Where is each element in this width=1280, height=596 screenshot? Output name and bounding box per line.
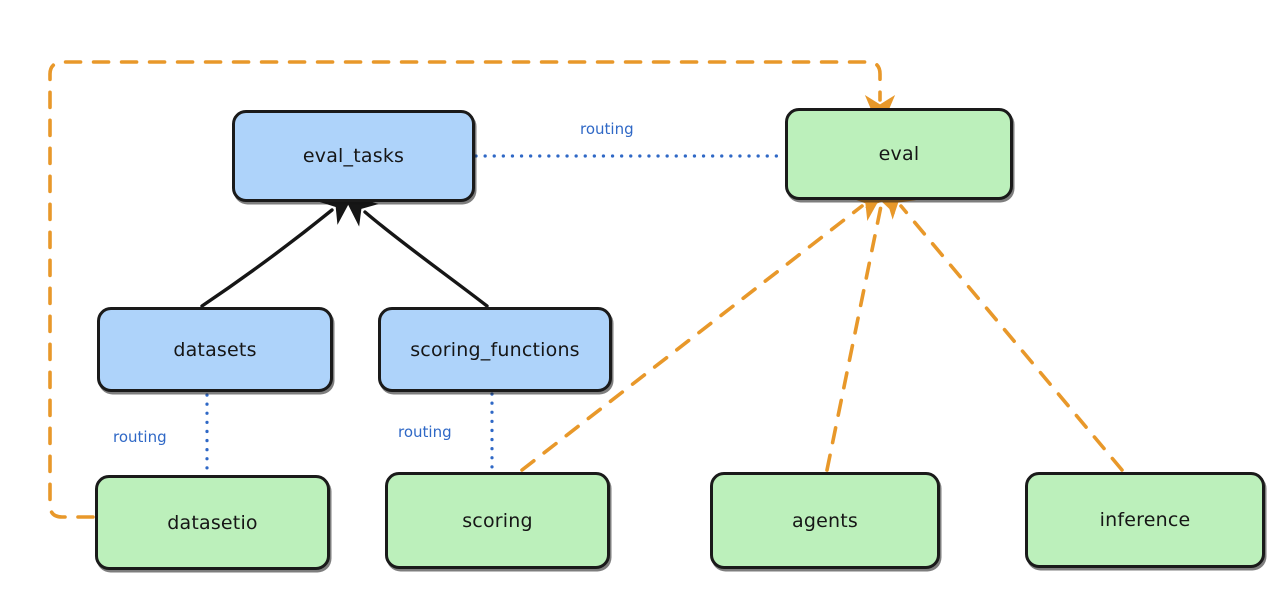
edge-label-routing-datasets-datasetio: routing	[113, 428, 167, 446]
node-datasetio[interactable]: datasetio	[95, 475, 330, 570]
node-label: eval_tasks	[302, 145, 405, 167]
node-label: datasets	[173, 338, 257, 361]
node-label: agents	[792, 509, 858, 532]
node-label: scoring	[462, 509, 533, 532]
edge-datasets-to-eval-tasks	[200, 190, 356, 308]
node-scoring[interactable]: scoring	[385, 472, 610, 569]
node-scoring-functions[interactable]: scoring_functions	[378, 307, 612, 392]
node-label: eval	[878, 143, 920, 165]
edge-datasetio-to-eval	[48, 60, 896, 519]
node-label: inference	[1099, 509, 1191, 531]
edge-label-routing-scoring-functions-scoring: routing	[398, 423, 452, 441]
edge-scoring-to-eval	[520, 187, 887, 472]
node-label: datasetio	[167, 511, 258, 534]
edge-agents-to-eval	[825, 176, 895, 472]
node-label: scoring_functions	[410, 338, 580, 361]
node-eval-tasks[interactable]: eval_tasks	[232, 110, 475, 202]
node-datasets[interactable]: datasets	[97, 307, 333, 392]
edge-inference-to-eval	[881, 182, 1124, 472]
node-eval[interactable]: eval	[785, 108, 1013, 200]
edge-label-routing-eval-tasks-eval: routing	[580, 120, 634, 138]
node-inference[interactable]: inference	[1025, 472, 1265, 568]
node-agents[interactable]: agents	[710, 472, 940, 569]
edge-scoring-functions-to-eval-tasks	[341, 192, 489, 308]
